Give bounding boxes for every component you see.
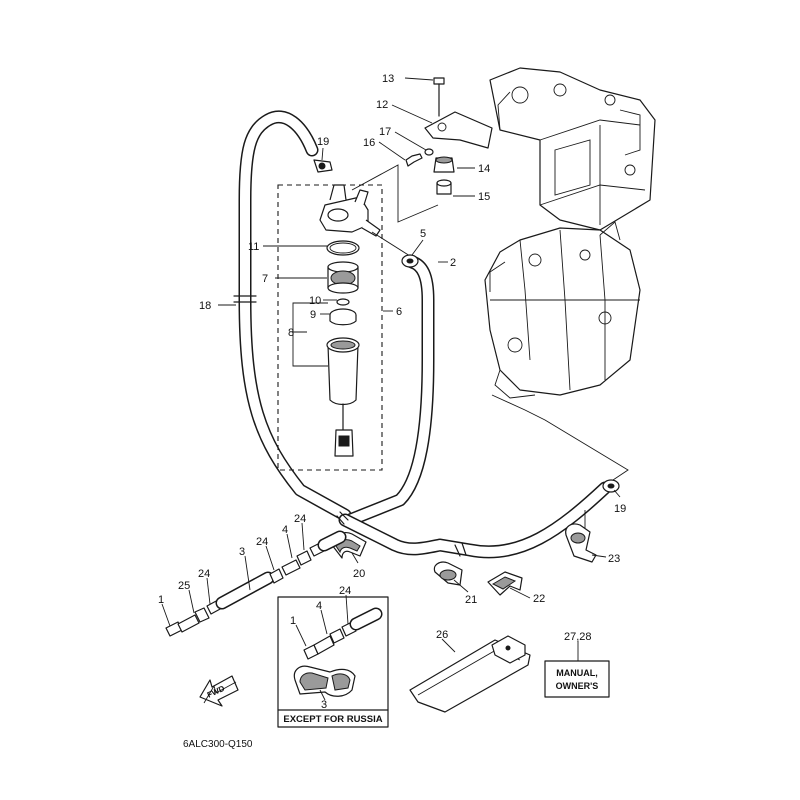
- inset-joint-parts: [293, 607, 383, 697]
- callout-24-b: 24: [256, 536, 268, 548]
- washer-17: [424, 148, 434, 156]
- callout-13: 13: [382, 73, 394, 85]
- callout-24-a: 24: [198, 568, 210, 580]
- callout-1: 1: [158, 594, 164, 606]
- callout-16: 16: [363, 137, 375, 149]
- callout-11: 11: [248, 241, 259, 253]
- hose-holder-21: [433, 561, 463, 586]
- engine-lower-block: [484, 221, 641, 399]
- screw-16: [405, 153, 423, 167]
- hose-clip-5: [401, 254, 419, 268]
- callout-21: 21: [465, 594, 477, 606]
- callout-19-top: 19: [317, 136, 329, 148]
- callout-1-inset: 1: [290, 615, 296, 627]
- callout-17: 17: [379, 126, 391, 138]
- callout-12: 12: [376, 99, 388, 111]
- forward-arrow: [199, 675, 239, 707]
- callout-18: 18: [199, 300, 211, 312]
- callout-7: 7: [262, 273, 268, 285]
- hose-holder-23: [565, 523, 597, 563]
- callout-24-c: 24: [294, 513, 306, 525]
- callout-3: 3: [239, 546, 245, 558]
- callout-23: 23: [608, 553, 620, 565]
- guide-line-head-to-hose2: [371, 231, 411, 257]
- callout-4-inset: 4: [316, 600, 322, 612]
- engine-upper-block: [489, 67, 656, 231]
- filter-cup-8: [326, 337, 360, 457]
- callout-10: 10: [309, 295, 321, 307]
- manual-label-line1: MANUAL,: [556, 668, 598, 678]
- leader-lines: [161, 77, 621, 701]
- guide-line-head-to-bracket: [351, 164, 439, 223]
- fuel-hose-2: [343, 255, 435, 527]
- callout-24-inset: 24: [339, 585, 351, 597]
- callout-2: 2: [450, 257, 456, 269]
- guide-line-engine-to-19: [491, 394, 629, 481]
- inset-caption: EXCEPT FOR RUSSIA: [283, 714, 382, 725]
- callout-22: 22: [533, 593, 545, 605]
- hose-holder-22: [487, 571, 523, 596]
- callout-4: 4: [282, 524, 288, 536]
- fuel-hose-lower: [336, 481, 612, 559]
- callout-27-28: 27,28: [564, 631, 592, 643]
- hose-clip-19-right: [602, 479, 620, 493]
- tool-bag-26: [409, 635, 531, 713]
- joint-chain-main: [165, 530, 347, 637]
- callout-25: 25: [178, 580, 190, 592]
- callout-19-right: 19: [614, 503, 626, 515]
- fuel-filter-assembly-box: [277, 184, 383, 471]
- callout-20: 20: [353, 568, 365, 580]
- filter-element-7: [327, 261, 359, 294]
- fuel-hose-18: [233, 110, 352, 522]
- ring-10: [336, 298, 350, 306]
- callout-15: 15: [478, 191, 490, 203]
- callout-26: 26: [436, 629, 448, 641]
- callout-3-inset: 3: [321, 699, 327, 711]
- callout-9: 9: [310, 309, 316, 321]
- bolt-13: [433, 77, 445, 117]
- callout-8: 8: [288, 327, 294, 339]
- grommet-14: [433, 156, 455, 173]
- callout-6: 6: [396, 306, 402, 318]
- diagram-code: 6ALC300-Q150: [183, 739, 253, 750]
- hose-clip-19-top: [313, 159, 333, 173]
- inset-box-except-russia: [277, 596, 389, 728]
- filter-bracket-12: [424, 111, 493, 149]
- manual-label-line2: OWNER'S: [556, 681, 599, 691]
- manual-box: [544, 660, 610, 698]
- callout-labels: 13 12 17 16 14 15 19 5 2 11 7 10 9 8 6 1…: [158, 73, 626, 711]
- callout-14: 14: [478, 163, 490, 175]
- fuel-filter-head: [319, 184, 381, 237]
- float-9: [329, 308, 357, 326]
- collar-15: [436, 179, 452, 195]
- callout-5: 5: [420, 228, 426, 240]
